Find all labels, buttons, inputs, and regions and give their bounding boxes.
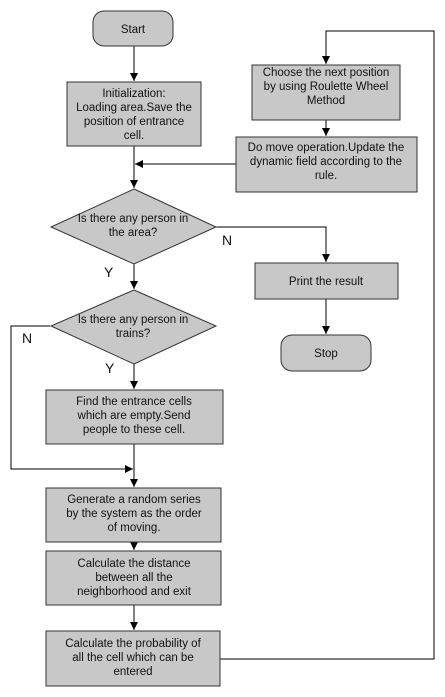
trains-yes-label: Y xyxy=(105,360,115,376)
area-no-label: N xyxy=(222,232,232,248)
random-series-line-3: of moving. xyxy=(107,522,160,534)
probability-line-2: all the cell which can be xyxy=(72,652,193,664)
init-label-line-2: Loading area.Save the xyxy=(76,102,192,114)
probability-box xyxy=(45,630,221,687)
move-operation-box xyxy=(235,136,418,193)
find-entrance-line-3: people to these cell. xyxy=(83,424,185,436)
branch-labels: N Y N Y xyxy=(22,232,232,376)
random-series-line-2: by the system as the order xyxy=(66,508,202,520)
arrow-probability-loop-to-roulette xyxy=(220,30,435,660)
area-question-line-2: the area? xyxy=(109,227,158,239)
trains-question-line-1: Is there any person in xyxy=(78,314,189,326)
shapes xyxy=(45,10,418,687)
start-terminal xyxy=(92,10,174,47)
random-series-box xyxy=(45,487,222,543)
stop-label: Stop xyxy=(314,348,338,360)
arrow-area-no-to-print xyxy=(216,226,330,262)
distance-line-1: Calculate the distance xyxy=(77,558,190,570)
roulette-label-line-3: Method xyxy=(307,95,345,107)
trains-no-label: N xyxy=(22,330,32,346)
area-yes-label: Y xyxy=(104,264,114,280)
init-label-line-4: cell. xyxy=(124,130,144,142)
find-entrance-line-2: which are empty.Send xyxy=(77,410,191,422)
move-label-line-1: Do move operation.Update the xyxy=(248,142,405,154)
find-entrance-line-1: Find the entrance cells xyxy=(76,396,192,408)
area-question-line-1: Is there any person in xyxy=(78,213,189,225)
print-result-box xyxy=(254,262,399,300)
roulette-label-line-2: by using Roulette Wheel xyxy=(264,81,389,93)
connectors xyxy=(10,30,435,660)
find-entrance-box xyxy=(45,389,224,445)
decision-person-in-trains xyxy=(49,289,218,365)
node-labels: Start Initialization: Loading area.Save … xyxy=(65,24,404,678)
move-label-line-2: dynamic field according to the xyxy=(250,156,402,168)
print-result-label: Print the result xyxy=(289,276,364,288)
init-label-line-3: position of entrance xyxy=(84,116,184,128)
probability-line-3: entered xyxy=(113,666,152,678)
move-label-line-3: rule. xyxy=(315,170,337,182)
distance-line-3: neighborhood and exit xyxy=(77,586,192,598)
random-series-line-1: Generate a random series xyxy=(67,494,201,506)
start-label: Start xyxy=(121,24,146,36)
trains-question-line-2: trains? xyxy=(116,328,151,340)
probability-line-1: Calculate the probability of xyxy=(65,638,201,650)
arrow-trains-no-bypass xyxy=(10,325,133,473)
decision-person-in-area xyxy=(49,188,218,265)
initialization-box xyxy=(66,81,202,147)
stop-terminal xyxy=(280,334,372,372)
roulette-label-line-1: Choose the next position xyxy=(263,67,390,79)
roulette-wheel-box xyxy=(251,64,401,121)
distance-box xyxy=(45,550,222,606)
init-label-line-1: Initialization: xyxy=(102,88,165,100)
distance-line-2: between all the xyxy=(95,572,172,584)
